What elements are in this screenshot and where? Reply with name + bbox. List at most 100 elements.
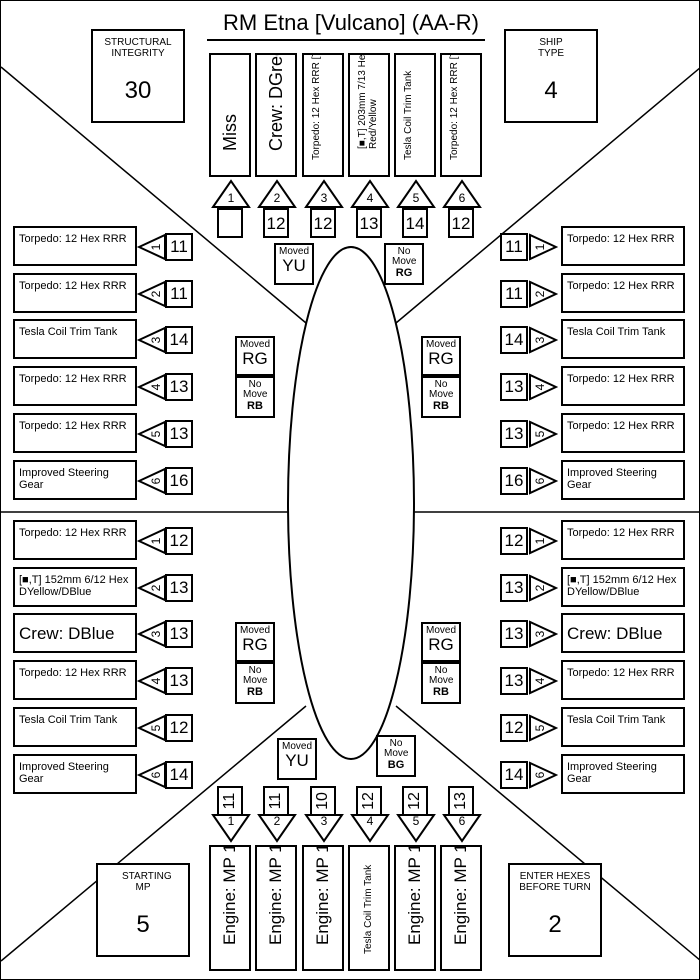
- side-hit-box[interactable]: [■,T] 152mm 6/12 Hex DYellow/DBlue: [561, 567, 685, 607]
- side-hit-box[interactable]: Torpedo: 12 Hex RRR: [13, 660, 137, 700]
- side-hit-box[interactable]: Tesla Coil Trim Tank: [13, 319, 137, 359]
- bottom-card[interactable]: Engine: MP 1: [440, 845, 482, 971]
- bottom-card-value-box[interactable]: 13: [448, 786, 474, 816]
- side-value-box[interactable]: 13: [165, 574, 193, 602]
- bottom-card-value-box[interactable]: 10: [310, 786, 336, 816]
- top-card[interactable]: Crew: DGreen: [255, 53, 297, 177]
- top-card-value-box[interactable]: 13: [356, 208, 382, 238]
- top-card[interactable]: Torpedo: 12 Hex RRR [T]: [302, 53, 344, 177]
- top-card-number: 3: [320, 191, 328, 205]
- side-value-box[interactable]: 12: [500, 714, 528, 742]
- side-hit-box[interactable]: Torpedo: 12 Hex RRR: [561, 660, 685, 700]
- move-box-code: RB: [247, 400, 263, 412]
- side-value-box[interactable]: 16: [165, 467, 193, 495]
- side-number: 4: [533, 383, 547, 391]
- bottom-card[interactable]: Engine: MP 1: [209, 845, 251, 971]
- bottom-card[interactable]: Engine: MP 1: [394, 845, 436, 971]
- top-card-text: Miss: [220, 114, 240, 151]
- side-value-box[interactable]: 12: [500, 527, 528, 555]
- top-card-value-box[interactable]: 12: [263, 208, 289, 238]
- side-hit-box[interactable]: Crew: DBlue: [13, 613, 137, 653]
- move-box-top-left[interactable]: Moved YU: [274, 243, 314, 285]
- move-box-code: RG: [242, 635, 268, 654]
- side-pointer: [529, 467, 558, 495]
- side-hit-box[interactable]: Torpedo: 12 Hex RRR: [561, 413, 685, 453]
- side-hit-box[interactable]: Torpedo: 12 Hex RRR: [561, 273, 685, 313]
- move-box-label: Moved: [425, 339, 456, 350]
- move-box-label: Moved: [278, 246, 309, 257]
- side-value-box[interactable]: 11: [165, 233, 193, 261]
- move-box-bottom-left[interactable]: Moved YU: [277, 738, 317, 780]
- top-card[interactable]: [■,T] 203mm 7/13 Hex Red/Yellow: [348, 53, 390, 177]
- side-hit-box[interactable]: [■,T] 152mm 6/12 Hex DYellow/DBlue: [13, 567, 137, 607]
- bottom-card-number: 3: [320, 814, 328, 828]
- side-value-box[interactable]: 13: [165, 667, 193, 695]
- side-hit-box[interactable]: Tesla Coil Trim Tank: [561, 319, 685, 359]
- top-card-value-box[interactable]: 14: [402, 208, 428, 238]
- bottom-pointer: [396, 814, 436, 843]
- side-value-box[interactable]: 13: [165, 373, 193, 401]
- side-value-box[interactable]: 11: [500, 233, 528, 261]
- side-hit-box[interactable]: Improved Steering Gear: [561, 754, 685, 794]
- move-box-label: No Move: [429, 665, 454, 686]
- side-value-box[interactable]: 13: [165, 420, 193, 448]
- side-value-box[interactable]: 14: [165, 761, 193, 789]
- side-hit-box[interactable]: Torpedo: 12 Hex RRR: [561, 520, 685, 560]
- side-hit-box[interactable]: Torpedo: 12 Hex RRR: [13, 226, 137, 266]
- move-box-label: No Move: [392, 246, 417, 267]
- top-card[interactable]: Tesla Coil Trim Tank: [394, 53, 436, 177]
- side-value-box[interactable]: 11: [165, 280, 193, 308]
- move-box-top-right[interactable]: No Move RG: [384, 243, 424, 285]
- side-value-box[interactable]: 16: [500, 467, 528, 495]
- side-hit-box[interactable]: Torpedo: 12 Hex RRR: [13, 273, 137, 313]
- side-hit-box[interactable]: Torpedo: 12 Hex RRR: [561, 366, 685, 406]
- side-value-box[interactable]: 13: [165, 620, 193, 648]
- bottom-card-value: 11: [221, 792, 238, 810]
- side-value-box[interactable]: 11: [500, 280, 528, 308]
- side-value-box[interactable]: 13: [500, 574, 528, 602]
- side-hit-box[interactable]: Tesla Coil Trim Tank: [561, 707, 685, 747]
- bottom-card-value-box[interactable]: 12: [356, 786, 382, 816]
- top-card[interactable]: Miss: [209, 53, 251, 177]
- side-value-box[interactable]: 13: [500, 373, 528, 401]
- side-value-box[interactable]: 14: [165, 326, 193, 354]
- side-hit-box[interactable]: Improved Steering Gear: [13, 754, 137, 794]
- bottom-card-value-box[interactable]: 12: [402, 786, 428, 816]
- side-hit-box[interactable]: Torpedo: 12 Hex RRR: [13, 366, 137, 406]
- top-card-value-box[interactable]: [217, 208, 243, 238]
- bottom-card[interactable]: Tesla Coil Trim Tank: [348, 845, 390, 971]
- side-hit-box[interactable]: Improved Steering Gear: [561, 460, 685, 500]
- top-card[interactable]: Torpedo: 12 Hex RRR [T]: [440, 53, 482, 177]
- side-hit-box[interactable]: Crew: DBlue: [561, 613, 685, 653]
- side-value-box[interactable]: 12: [165, 714, 193, 742]
- bottom-card[interactable]: Engine: MP 1: [255, 845, 297, 971]
- side-hit-box[interactable]: Improved Steering Gear: [13, 460, 137, 500]
- side-value-box[interactable]: 14: [500, 326, 528, 354]
- bottom-card[interactable]: Engine: MP 1: [302, 845, 344, 971]
- side-value-box[interactable]: 13: [500, 667, 528, 695]
- structural-integrity-value: 30: [124, 77, 152, 104]
- side-value-box[interactable]: 13: [500, 620, 528, 648]
- side-value-box[interactable]: 14: [500, 761, 528, 789]
- side-hit-box[interactable]: Torpedo: 12 Hex RRR: [561, 226, 685, 266]
- move-box-code: BG: [387, 759, 405, 771]
- side-value-box[interactable]: 12: [165, 527, 193, 555]
- side-hit-box[interactable]: Tesla Coil Trim Tank: [13, 707, 137, 747]
- top-card-value-box[interactable]: 12: [448, 208, 474, 238]
- side-hit-box[interactable]: Torpedo: 12 Hex RRR: [13, 520, 137, 560]
- top-card-value-box[interactable]: 12: [310, 208, 336, 238]
- move-box-bottom-right[interactable]: No Move BG: [376, 735, 416, 777]
- move-box-code: RB: [433, 400, 449, 412]
- side-pointer: [529, 420, 558, 448]
- side-hit-box[interactable]: Torpedo: 12 Hex RRR: [13, 413, 137, 453]
- side-value-box[interactable]: 13: [500, 420, 528, 448]
